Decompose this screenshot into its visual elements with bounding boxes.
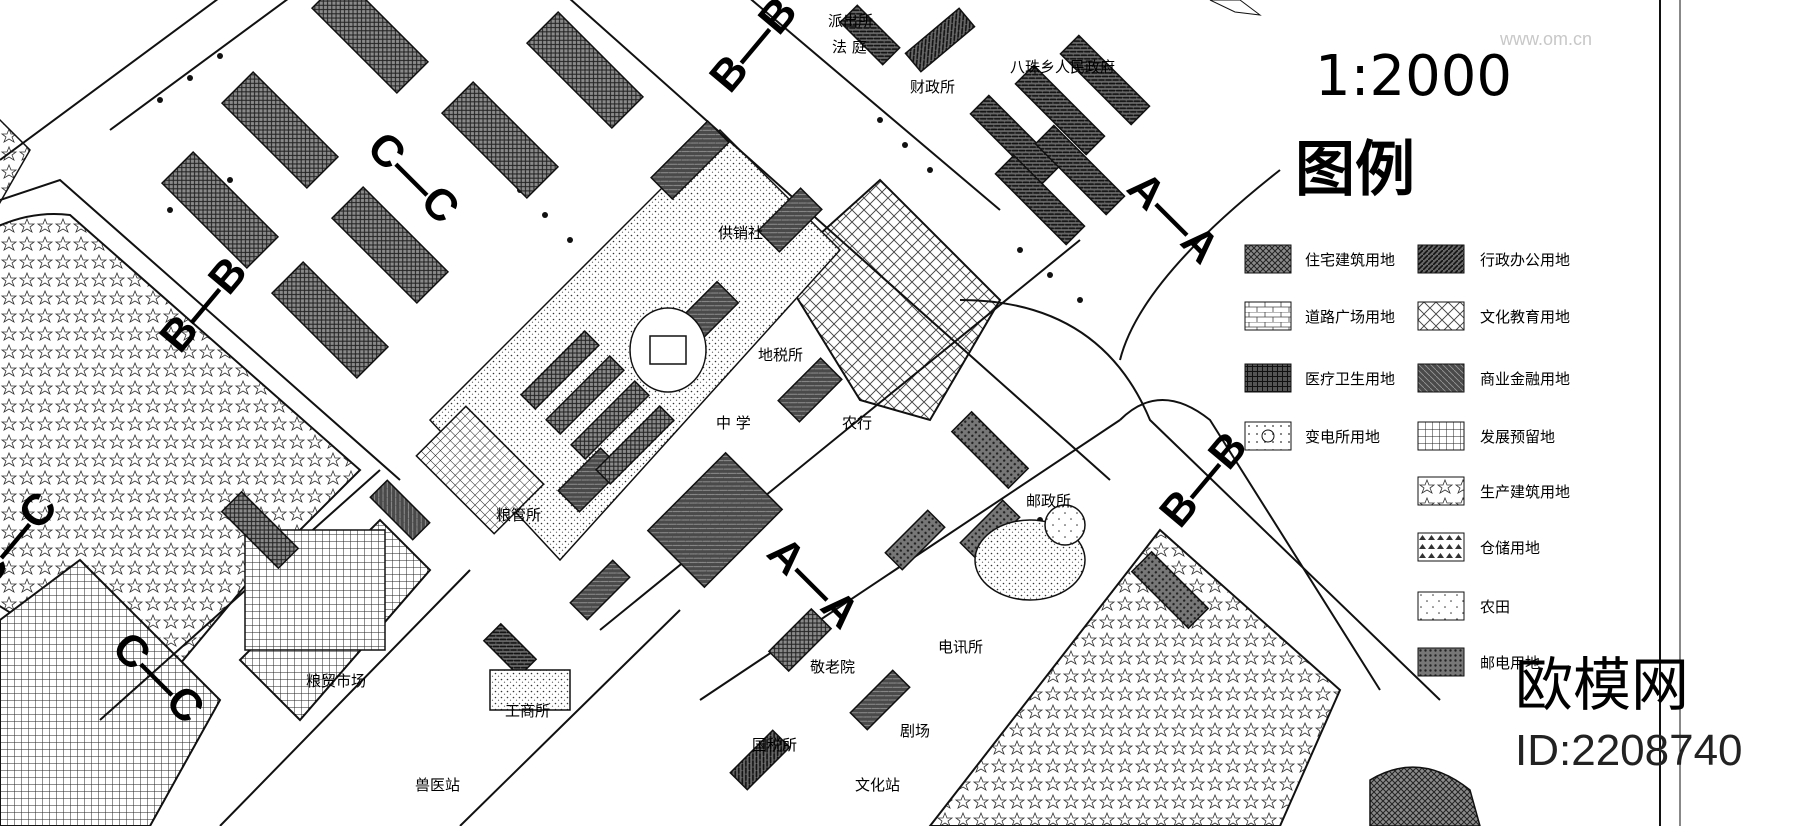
legend-label: 农田 <box>1480 598 1510 616</box>
legend-item: 住宅建筑用地 <box>1244 244 1395 274</box>
label-culture-station: 文化站 <box>855 776 900 794</box>
label-grain-market: 粮贸市场 <box>306 672 366 690</box>
legend-item: 行政办公用地 <box>1417 244 1570 274</box>
legend-swatch <box>1417 244 1465 274</box>
label-finance: 财政所 <box>910 78 955 96</box>
label-supply-coop: 供销社 <box>718 224 763 242</box>
label-commerce-office: 工商所 <box>505 702 550 720</box>
education-area <box>778 178 1002 422</box>
substation-icon <box>1261 429 1275 443</box>
legend-label: 文化教育用地 <box>1480 308 1570 326</box>
drawing-frame <box>1659 0 1681 826</box>
place-labels: 派出所 法 庭 财政所 八珠乡人民政府 供销社 地税所 中 学 农行 粮管所 邮… <box>306 12 1115 794</box>
label-court: 法 庭 <box>832 38 867 56</box>
legend-item: 商业金融用地 <box>1417 363 1570 393</box>
legend-item: 医疗卫生用地 <box>1244 363 1395 393</box>
legend-swatch <box>1244 421 1292 451</box>
legend-swatch <box>1417 476 1465 506</box>
legend-item: 农田 <box>1417 591 1510 621</box>
label-telecom: 电讯所 <box>938 638 983 656</box>
legend-item: 道路广场用地 <box>1244 301 1395 331</box>
industrial-area-northwest <box>0 118 31 205</box>
legend-swatch <box>1417 647 1465 677</box>
watermark-id: ID:2208740 <box>1515 726 1743 775</box>
label-vet-station: 兽医站 <box>415 776 460 794</box>
legend-item: 发展预留地 <box>1417 421 1555 451</box>
legend-item: 文化教育用地 <box>1417 301 1570 331</box>
label-elderly-home: 敬老院 <box>810 658 855 676</box>
label-post-office: 邮政所 <box>1026 492 1071 510</box>
legend-swatch <box>1417 591 1465 621</box>
label-police: 派出所 <box>828 12 873 30</box>
legend-item: 变电所用地 <box>1244 421 1380 451</box>
buildings <box>160 0 1210 791</box>
legend-item: 生产建筑用地 <box>1417 476 1570 506</box>
legend-swatch <box>1417 363 1465 393</box>
legend-swatch <box>1244 244 1292 274</box>
legend-title: 图例 <box>1295 135 1415 205</box>
legend-swatch <box>1244 363 1292 393</box>
label-local-tax: 地税所 <box>758 346 803 364</box>
legend-item: 邮电用地 <box>1417 647 1540 677</box>
south-corner-residential <box>1369 766 1481 826</box>
section-label: B—B <box>1150 423 1257 537</box>
legend-label: 生产建筑用地 <box>1480 483 1570 501</box>
legend-label: 商业金融用地 <box>1480 370 1570 388</box>
legend-item: 仓储用地 <box>1417 532 1540 562</box>
label-agri-bank: 农行 <box>842 414 872 432</box>
legend-label: 行政办公用地 <box>1480 251 1570 269</box>
legend-swatch <box>1417 421 1465 451</box>
legend-swatch <box>1417 532 1465 562</box>
legend-swatch <box>1417 301 1465 331</box>
watermark-brand: 欧模网 <box>1515 653 1689 718</box>
legend-label: 医疗卫生用地 <box>1305 370 1395 388</box>
legend-label: 住宅建筑用地 <box>1305 251 1395 269</box>
label-township-gov: 八珠乡人民政府 <box>1010 58 1115 76</box>
section-label: A—A <box>1118 162 1229 273</box>
section-label: B—B <box>700 0 807 101</box>
legend-label: 变电所用地 <box>1305 428 1380 446</box>
label-state-tax: 国税所 <box>752 736 797 754</box>
reserve-area-southwest <box>0 558 222 826</box>
legend-label: 邮电用地 <box>1480 654 1540 672</box>
watermark-site: www.om.cn <box>1499 29 1592 49</box>
legend-label: 仓储用地 <box>1480 539 1540 557</box>
label-grain-bureau: 粮管所 <box>496 506 541 524</box>
industrial-area-southeast <box>928 528 1342 826</box>
legend: 住宅建筑用地 行政办公用地 道路广场用地 文化教育用地 医疗卫生用地 商业金融用… <box>1244 244 1570 677</box>
legend-swatch <box>1244 301 1292 331</box>
label-middle-school: 中 学 <box>716 414 751 432</box>
scale-label: 1:2000 <box>1315 44 1512 109</box>
watermark: 欧模网 ID:2208740 www.om.cn <box>1499 29 1743 775</box>
legend-label: 道路广场用地 <box>1305 308 1395 326</box>
legend-label: 发展预留地 <box>1480 428 1555 446</box>
label-theatre: 剧场 <box>900 722 930 740</box>
